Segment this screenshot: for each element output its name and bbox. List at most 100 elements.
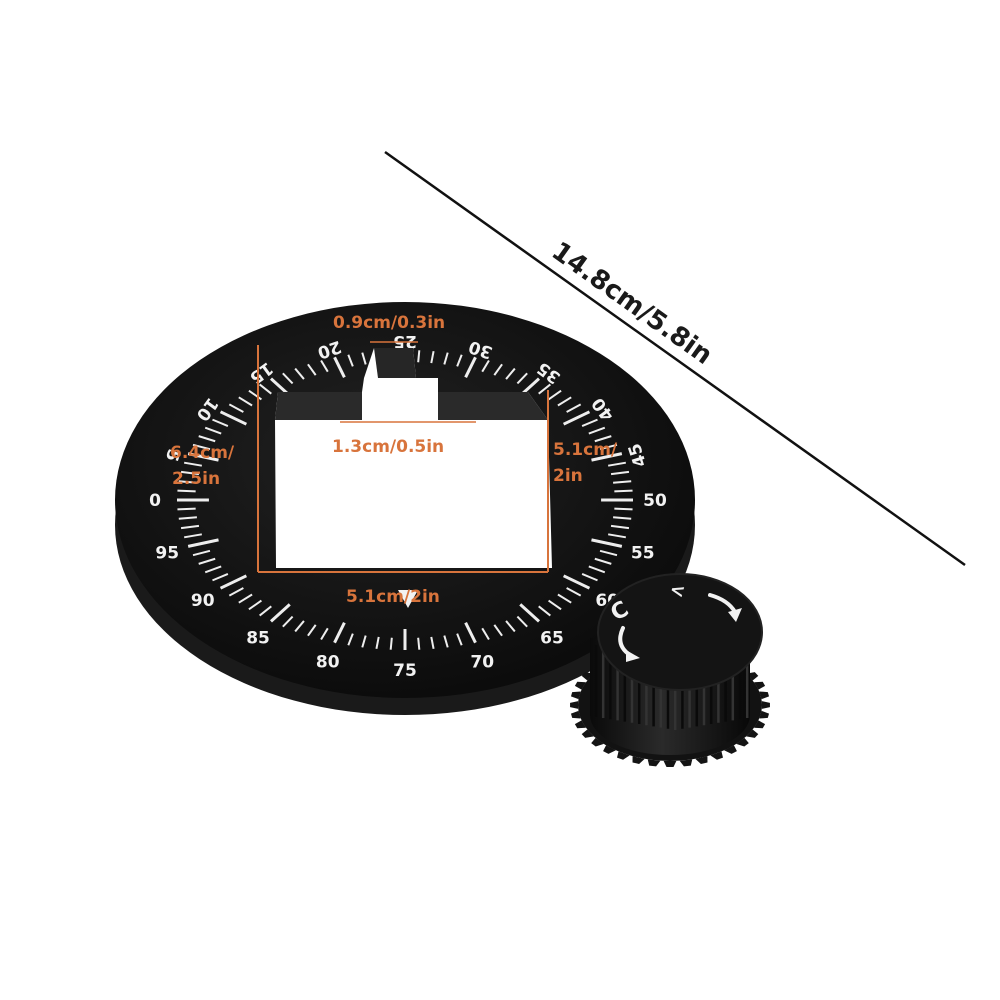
scale-tick: [204, 426, 222, 435]
gear-tooth: [581, 729, 594, 738]
scale-number: 0: [149, 491, 161, 511]
knob-mark-right: <: [667, 579, 687, 603]
scale-tick: [307, 363, 317, 376]
scale-tick: [430, 350, 435, 364]
scale-tick: [588, 565, 606, 574]
scale-tick: [228, 587, 244, 597]
gear-tooth: [679, 759, 693, 767]
scale-tick: [269, 603, 291, 623]
scale-tick: [294, 620, 305, 633]
notch-inner-wall: [374, 348, 416, 378]
scale-number: 70: [470, 653, 494, 673]
scale-tick: [187, 538, 219, 548]
window-inner-wall: [275, 392, 362, 420]
scale-tick: [562, 410, 591, 426]
scale-tick: [613, 516, 632, 520]
scale-tick: [443, 635, 449, 648]
scale-tick: [219, 410, 248, 426]
scale-tick: [375, 636, 380, 650]
scale-tick: [548, 599, 562, 611]
scale-tick: [347, 354, 354, 367]
scale-tick: [614, 507, 633, 511]
scale-tick: [538, 383, 551, 395]
scale-tick: [581, 418, 598, 427]
arrow-heads-icon: [626, 608, 742, 662]
window-inner-wall-right: [438, 392, 548, 420]
gear-tooth: [761, 701, 770, 709]
scale-number: 85: [246, 629, 270, 649]
knob-top: [597, 573, 763, 691]
gear-tooth: [754, 681, 766, 690]
scale-tick: [538, 605, 551, 617]
scale-tick: [361, 635, 367, 648]
scale-tick: [519, 603, 541, 623]
scale-tick: [599, 443, 618, 451]
scale-tick: [198, 435, 216, 443]
scale-number: 5: [161, 446, 184, 463]
scale-tick: [610, 524, 630, 530]
gear-tooth: [632, 756, 645, 764]
scale-tick: [192, 549, 211, 557]
scale-tick: [307, 624, 317, 637]
scale-tick: [557, 396, 572, 407]
scale-number: 55: [631, 544, 655, 564]
scale-number: 50: [643, 491, 667, 511]
scale-number: 95: [155, 544, 179, 564]
dimension-guides: [257, 341, 549, 573]
scale-tick: [187, 452, 219, 462]
scale-tick: [581, 573, 598, 582]
scale-tick: [180, 524, 200, 530]
scale-tick: [505, 367, 516, 380]
scale-number: 90: [191, 591, 215, 611]
scale-tick: [212, 418, 229, 427]
window-side-label-2: 2in: [553, 466, 583, 486]
scale-tick: [516, 372, 528, 385]
gear-tooth: [754, 720, 766, 729]
gear-tooth: [570, 710, 581, 719]
scale-tick: [183, 533, 202, 539]
gear-tooth: [570, 691, 581, 700]
scale-tick: [557, 593, 572, 604]
scale-number: 75: [393, 661, 417, 681]
scale-number: 80: [316, 653, 340, 673]
gear-tooth: [759, 691, 770, 700]
scale-tick: [608, 461, 627, 467]
scale-tick: [548, 389, 562, 401]
scale-tick: [608, 533, 627, 539]
scale-tick: [198, 557, 216, 565]
scale-tick: [430, 636, 435, 650]
scale-tick: [347, 633, 354, 646]
scale-tick: [180, 470, 200, 476]
gear-tooth: [710, 751, 723, 760]
scale-tick: [417, 350, 421, 363]
scale-tick: [456, 633, 463, 646]
scale-tick: [591, 452, 623, 462]
scale-tick: [178, 480, 197, 484]
scale-tick: [505, 620, 516, 633]
gear-tooth: [591, 737, 604, 747]
notch-width-label: 0.9cm/0.3in: [333, 313, 445, 333]
scale-tick: [259, 383, 272, 395]
scale-tick: [282, 372, 294, 385]
scale-tick: [599, 549, 618, 557]
gear-tooth: [695, 756, 708, 764]
scale-tick: [566, 403, 582, 413]
scale-tick: [333, 622, 346, 644]
scale-tick: [464, 622, 477, 644]
scale-tick: [320, 627, 329, 640]
scale-tick: [333, 356, 346, 378]
scale-tick: [614, 489, 633, 493]
scale-tick: [516, 615, 528, 628]
scale-tick: [493, 624, 503, 637]
scale-tick: [177, 489, 196, 493]
gear-tooth: [647, 759, 661, 767]
scale-tick: [417, 637, 421, 650]
scale-tick: [238, 396, 253, 407]
scale-number: 25: [393, 331, 417, 351]
scale-tick-ring: [177, 350, 633, 650]
window-bottom-label: 5.1cm/2in: [346, 587, 440, 607]
gear-tooth: [603, 745, 616, 754]
scale-tick: [443, 352, 449, 365]
scale-tick: [493, 363, 503, 376]
